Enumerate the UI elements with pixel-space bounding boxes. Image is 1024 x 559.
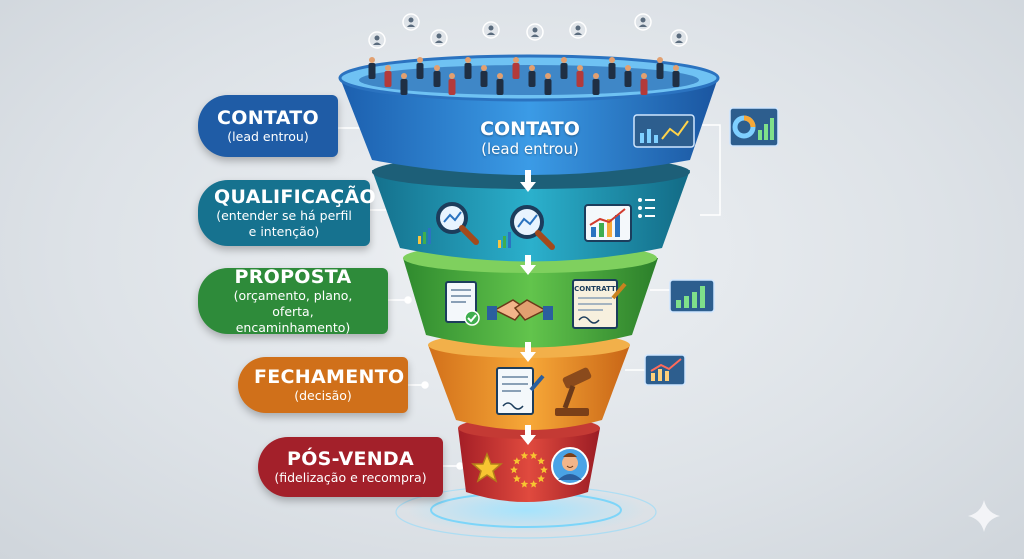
star-icon [513, 474, 521, 483]
bar-chart-icon [498, 232, 511, 248]
person-figure [624, 65, 632, 87]
person-figure [656, 57, 664, 79]
person-figure [640, 73, 648, 95]
leads-crowd [368, 57, 680, 95]
line-chart-icon [644, 354, 686, 386]
star-icon [529, 480, 538, 488]
star-icon [513, 457, 521, 465]
star-icon [537, 457, 545, 465]
person-figure [368, 57, 376, 79]
person-icon [430, 29, 448, 47]
stage-title: FECHAMENTO [254, 366, 405, 388]
person-figure [416, 57, 424, 79]
person-figure [576, 65, 584, 87]
funnel-section-contato [340, 78, 718, 175]
stage-title: PROPOSTA [234, 266, 352, 288]
person-icon [402, 13, 420, 31]
person-figure [544, 73, 552, 95]
document-icon [445, 281, 480, 326]
bar-chart-icon [418, 228, 431, 244]
magnifier-icon [510, 205, 555, 250]
person-figure [560, 57, 568, 79]
person-icon [526, 23, 544, 41]
person-figure [400, 73, 408, 95]
sparkle-icon [968, 500, 1000, 532]
stage-title: CONTATO [217, 107, 319, 129]
stage-label-3: FECHAMENTO(decisão) [238, 357, 408, 413]
stage-title: PÓS-VENDA [286, 448, 415, 470]
stage-label-4: PÓS-VENDA(fidelização e recompra) [258, 437, 443, 497]
person-figure [433, 65, 441, 87]
gavel-icon [555, 367, 592, 416]
contract-icon: CONTRATT [572, 279, 627, 329]
person-figure [480, 65, 488, 87]
stage-subtitle: (lead entrou) [227, 129, 309, 144]
magnifier-icon [436, 202, 479, 245]
star-icon [537, 474, 545, 483]
stage-subtitle: (orçamento, plano, oferta, encaminhament… [233, 288, 353, 335]
stage-label-2: PROPOSTA(orçamento, plano, oferta, encam… [198, 266, 388, 335]
stars-ring-icon [510, 451, 548, 488]
stage-title: QUALIFICAÇÃO [214, 186, 376, 208]
donut-chart-icon [729, 107, 779, 147]
star-icon [520, 480, 529, 488]
funnel-header: CONTATO (lead entrou) [440, 118, 620, 158]
star-icon [540, 466, 548, 474]
bar-chart-icon [669, 279, 715, 313]
person-figure [384, 65, 392, 87]
person-figure [496, 73, 504, 95]
funnel-header-subtitle: (lead entrou) [481, 140, 579, 158]
person-icon [368, 31, 386, 49]
star-icon [529, 451, 538, 459]
person-icon [670, 29, 688, 47]
stage-subtitle: (entender se há perfil e intenção) [216, 208, 352, 239]
line-chart-icon [633, 114, 695, 148]
person-icon [634, 13, 652, 31]
stage-subtitle: (decisão) [294, 388, 352, 403]
person-figure [464, 57, 472, 79]
document-icon [496, 367, 545, 415]
person-figure [448, 73, 456, 95]
person-icon [569, 21, 587, 39]
line-chart-icon [584, 204, 632, 242]
stage-label-1: QUALIFICAÇÃO(entender se há perfil e int… [198, 180, 376, 246]
contract-label: CONTRATT [574, 285, 616, 293]
handshake-icon [487, 299, 553, 321]
star-icon [520, 451, 529, 459]
person-figure [608, 57, 616, 79]
dots-icon [638, 198, 655, 218]
person-figure [528, 65, 536, 87]
person-figure [592, 73, 600, 95]
person-figure [672, 65, 680, 87]
star-icon [510, 466, 518, 474]
person-icon [482, 21, 500, 39]
star-icon [471, 451, 503, 483]
funnel-header-title: CONTATO [480, 118, 580, 140]
flow-arrows [520, 170, 536, 445]
person-figure [512, 57, 520, 79]
stage-subtitle: (fidelização e recompra) [274, 470, 427, 485]
customer-avatar-icon [551, 447, 589, 485]
stage-label-0: CONTATO(lead entrou) [198, 95, 338, 157]
